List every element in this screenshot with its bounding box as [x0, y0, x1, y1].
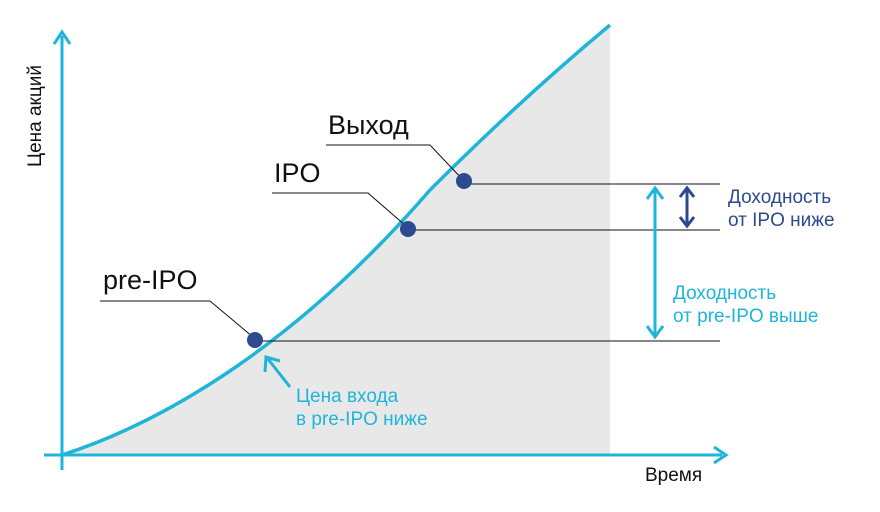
y-axis-label: Цена акций	[25, 65, 46, 167]
exit-label: Выход	[328, 110, 409, 140]
ipo-return-arrow-top	[678, 185, 696, 198]
price-curve	[61, 23, 612, 457]
ipo-point	[400, 221, 416, 237]
entry-price-annotation: Цена входа в pre-IPO ниже	[296, 385, 428, 431]
pre-ipo-return-annotation: Доходность от pre-IPO выше	[673, 282, 819, 328]
pre-ipo-label: pre-IPO	[103, 265, 198, 295]
pre-ipo-leader-line	[100, 300, 254, 338]
exit-point	[456, 173, 472, 189]
ipo-label: IPO	[274, 158, 321, 188]
ipo-return-line-2: от IPO ниже	[728, 210, 835, 231]
pre-ipo-return-line-2: от pre-IPO выше	[673, 306, 819, 327]
ipo-return-line-1: Доходность	[728, 187, 832, 208]
entry-price-line-1: Цена входа	[296, 386, 399, 407]
exit-leader-line	[326, 144, 465, 182]
x-axis-label: Время	[645, 465, 703, 486]
pre-ipo-point	[247, 332, 263, 348]
entry-price-line-2: в pre-IPO ниже	[296, 409, 428, 430]
ipo-return-arrow-bottom	[678, 216, 696, 229]
x-axis-arrowhead	[713, 445, 729, 465]
pre-ipo-return-line-1: Доходность	[673, 283, 777, 304]
pre-ipo-return-arrow-bottom	[645, 325, 665, 340]
entry-price-arrow	[266, 358, 292, 388]
pre-ipo-return-arrow-top	[645, 185, 665, 200]
ipo-leader-line	[272, 192, 407, 227]
entry-price-arrow-head	[263, 355, 281, 373]
ipo-return-annotation: Доходность от IPO ниже	[728, 186, 835, 232]
y-axis-arrowhead	[52, 29, 72, 45]
